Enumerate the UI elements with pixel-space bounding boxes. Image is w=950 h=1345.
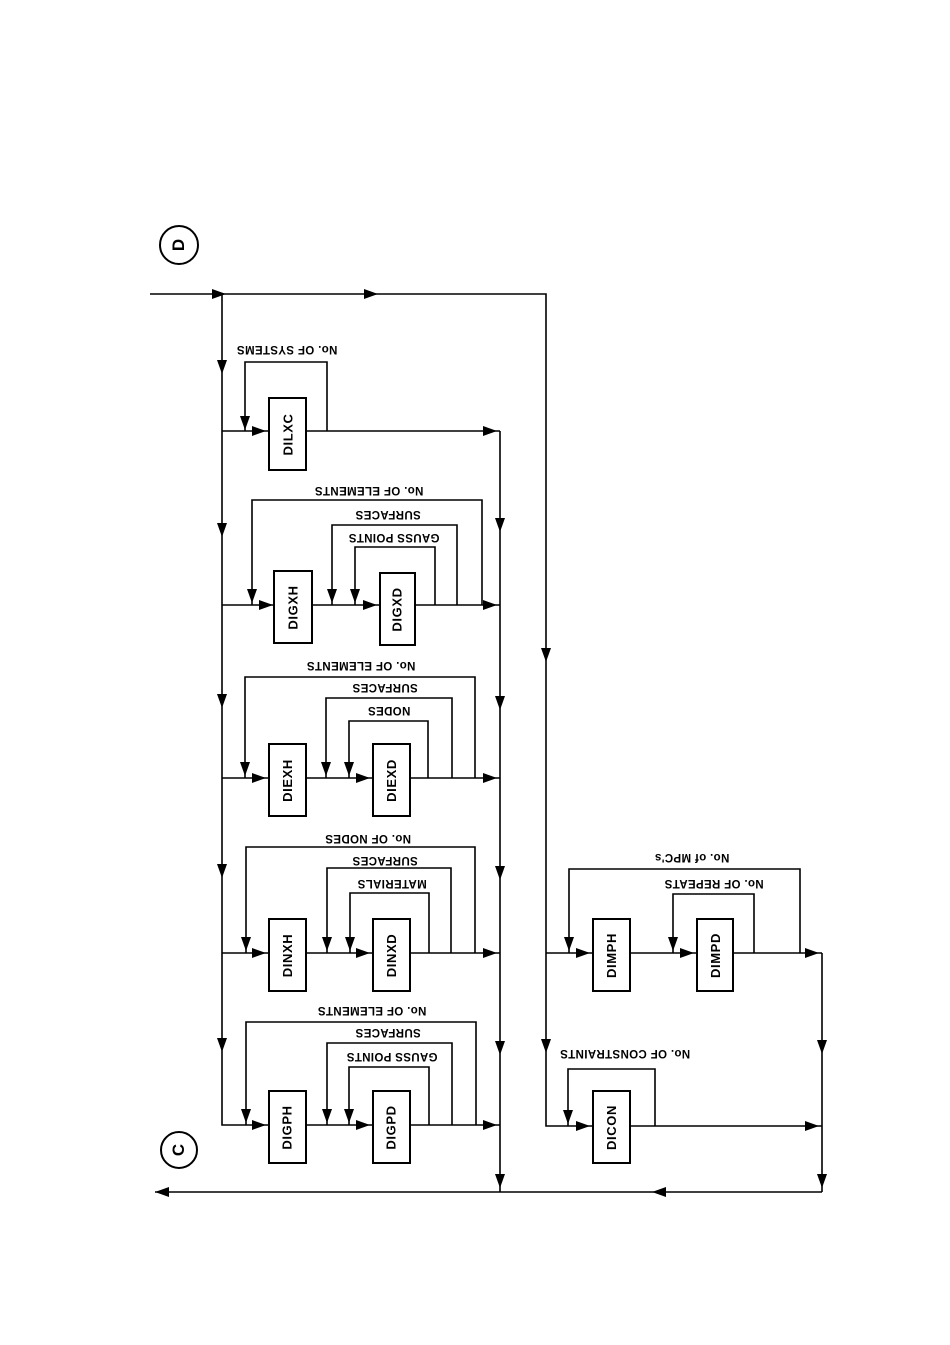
loop-label-gauss-points-2: GAUSS POINTS [346, 1050, 438, 1062]
loop-label-systems: No. OF SYSTEMS [236, 343, 338, 355]
process-box-label: DINXH [280, 933, 296, 977]
process-box-digxd: DIGXD [379, 572, 416, 646]
loop-label-elements-3: No. OF ELEMENTS [317, 1004, 427, 1016]
loop-label-surfaces-1: SURFACES [355, 508, 421, 520]
process-box-dimph: DIMPH [592, 918, 631, 992]
loop-label-surfaces-3: SURFACES [352, 854, 418, 866]
process-box-label: DIGXD [390, 586, 406, 632]
process-box-label: DIMPH [604, 932, 620, 978]
process-box-label: DIEXD [384, 758, 400, 802]
process-box-label: DIGPH [280, 1104, 296, 1150]
process-box-label: DINXD [384, 933, 400, 977]
process-box-dinxh: DINXH [268, 918, 307, 992]
loop-label-surfaces-4: SURFACES [355, 1026, 421, 1038]
process-box-diexh: DIEXH [268, 743, 307, 817]
process-box-label: DIGXH [285, 584, 301, 630]
connector-letter-d: D [169, 238, 188, 252]
process-box-digxh: DIGXH [273, 570, 313, 644]
process-box-dilxc: DILXC [268, 397, 307, 471]
loop-label-mpcs: No. of MPC's [654, 851, 730, 863]
process-box-dicon: DICON [592, 1090, 631, 1164]
connector-circle-d: D [159, 225, 199, 265]
process-box-label: DICON [604, 1104, 620, 1150]
process-box-label: DILXC [280, 413, 295, 455]
loop-label-elements-1: No. OF ELEMENTS [314, 484, 424, 496]
loop-label-gauss-points-1: GAUSS POINTS [348, 531, 440, 543]
process-box-diexd: DIEXD [372, 743, 411, 817]
process-box-label: DIGPD [384, 1104, 400, 1150]
process-box-dinxd: DINXD [372, 918, 411, 992]
process-box-label: DIMPD [707, 932, 723, 978]
loop-label-repeats: No. OF REPEATS [664, 877, 764, 889]
connector-circle-c: C [160, 1131, 198, 1169]
process-box-digph: DIGPH [268, 1090, 307, 1164]
connector-letter-c: C [169, 1143, 188, 1157]
loop-label-nodes: NODES [367, 704, 411, 716]
loop-label-no-of-nodes: No. OF NODES [325, 832, 411, 844]
process-box-dimpd: DIMPD [696, 918, 734, 992]
loop-label-materials: MATERIALS [357, 877, 427, 889]
process-box-label: DIEXH [280, 758, 296, 802]
loop-label-elements-2: No. OF ELEMENTS [306, 659, 416, 671]
loop-label-surfaces-2: SURFACES [352, 681, 418, 693]
loop-label-constraints: No. OF CONSTRAINTS [559, 1047, 691, 1059]
process-box-digpd: DIGPD [372, 1090, 411, 1164]
